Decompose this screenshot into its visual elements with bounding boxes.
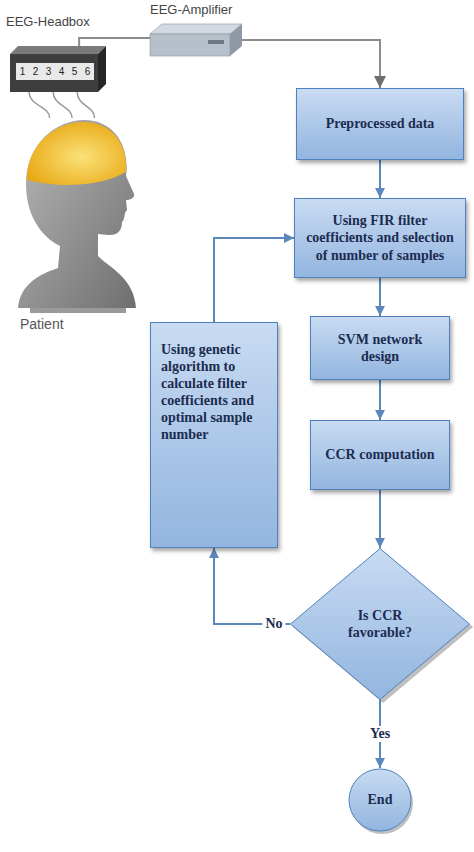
process-box: Using FIR filter coefficients and select… — [294, 198, 466, 278]
connector — [379, 380, 381, 420]
text-block: SVM network design — [319, 331, 441, 365]
amplifier-badge — [208, 40, 224, 44]
bust-silhouette — [18, 120, 136, 308]
node-text: Using genetic algorithm to calculate fil… — [161, 342, 254, 442]
socket-number: 4 — [59, 66, 65, 77]
headbox-front — [10, 54, 98, 92]
process-box: SVM network design — [310, 316, 450, 380]
edge-label: Yes — [367, 726, 393, 742]
node-text: Is CCR favorable? — [340, 607, 420, 641]
terminal-circle: End — [348, 768, 412, 832]
text-block: Preprocessed data — [326, 115, 435, 132]
node-text: Using FIR filter coefficients and select… — [306, 213, 454, 262]
connector — [214, 238, 294, 322]
connector — [379, 490, 381, 548]
device-label: EEG-Headbox — [6, 14, 90, 29]
socket-panel: 123456 — [16, 63, 94, 80]
socket-number: 2 — [33, 66, 39, 77]
connector — [214, 548, 290, 624]
edge-label: No — [262, 616, 285, 632]
process-box: CCR computation — [310, 420, 450, 490]
decision-diamond: Is CCR favorable? — [290, 548, 470, 700]
node-text: CCR computation — [325, 447, 434, 462]
text-wrap: Is CCR favorable? — [340, 607, 420, 641]
amplifier-drawing — [150, 24, 242, 56]
text-block: CCR computation — [325, 446, 434, 463]
bust-base — [30, 308, 126, 313]
circle-shape — [349, 769, 411, 831]
patient-label: Patient — [20, 316, 64, 332]
headbox-top — [10, 46, 106, 54]
electrode-wires — [29, 92, 94, 118]
amplifier-front — [150, 34, 230, 56]
diamond-outline — [290, 548, 470, 700]
text-block: End — [348, 768, 412, 832]
process-box: Preprocessed data — [296, 88, 464, 160]
patient-bust: Patient — [10, 118, 142, 333]
socket-number: 1 — [20, 66, 26, 77]
patient-drawing — [10, 118, 142, 333]
connector — [242, 40, 380, 88]
socket-number: 6 — [85, 66, 91, 77]
text-block: Using FIR filter coefficients and select… — [303, 212, 457, 263]
headbox-panel — [16, 63, 94, 80]
eeg-amplifier: EEG-Amplifier — [150, 24, 242, 56]
diamond-shape — [291, 549, 470, 700]
text-block: Is CCR favorable? — [290, 548, 470, 700]
brain-highlight — [27, 122, 126, 185]
node-text: SVM network design — [338, 332, 422, 364]
node-text: End — [368, 791, 393, 808]
node-text: Preprocessed data — [326, 116, 435, 131]
text-block: Using genetic algorithm to calculate fil… — [161, 341, 269, 443]
feedback-process-box: Using genetic algorithm to calculate fil… — [150, 322, 278, 548]
eeg-headbox: EEG-Headbox123456 — [10, 46, 106, 92]
amplifier-side — [230, 24, 242, 56]
socket-number: 3 — [46, 66, 52, 77]
headbox-side — [98, 46, 106, 92]
socket-number: 5 — [72, 66, 78, 77]
connector — [79, 38, 150, 46]
connector — [379, 160, 381, 198]
connector — [379, 278, 381, 316]
amplifier-top — [150, 24, 242, 34]
device-label: EEG-Amplifier — [150, 2, 232, 17]
